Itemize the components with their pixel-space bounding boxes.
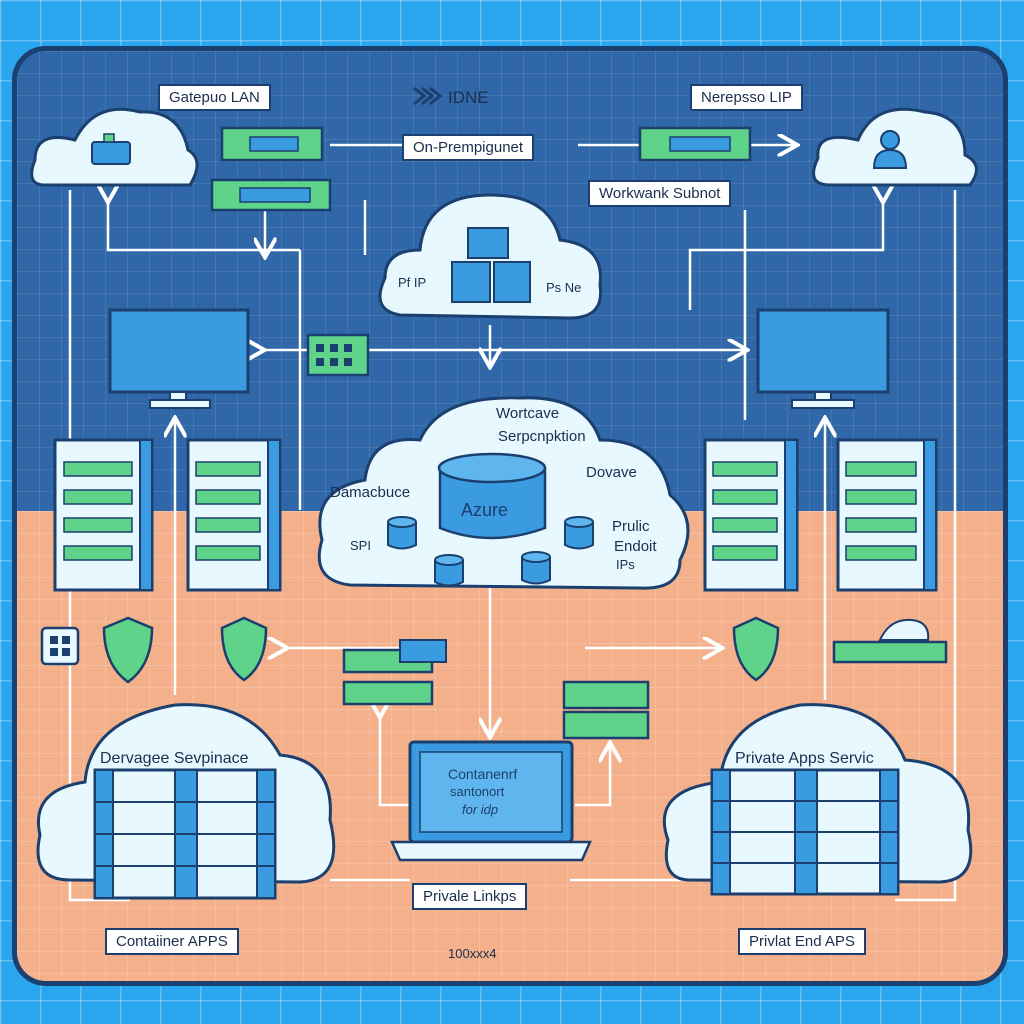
page-size-label: 100xxx4	[448, 946, 497, 961]
dovave-label: Dovave	[586, 464, 637, 481]
monitor-icon	[108, 308, 250, 409]
connectors	[68, 145, 957, 902]
wortcave-label: Wortcave	[496, 405, 560, 422]
switch-icon	[342, 639, 650, 740]
server-icon	[703, 438, 799, 592]
shield-icon	[102, 616, 780, 684]
on-prem-subnet-label: On-Prempigunet	[402, 134, 535, 161]
container-apps-label: Contaiiner APPS	[105, 928, 239, 955]
laptop-screen-line1: Contanenrf	[448, 766, 518, 782]
chevron-logo-icon	[413, 86, 443, 106]
server-icon	[93, 768, 277, 900]
server-icon	[186, 438, 282, 592]
private-linkps-label: Privale Linkps	[412, 883, 528, 910]
serpcnpktion-label: Serpcnpktion	[498, 428, 586, 445]
user-icon	[812, 107, 978, 187]
ips-label: IPs	[616, 557, 635, 572]
cloud-icon	[30, 107, 199, 187]
private-end-aps-label: Privlat End APS	[738, 928, 866, 955]
idne-label: IDNE	[448, 88, 489, 107]
private-apps-servic-label: Private Apps Servic	[735, 750, 874, 767]
outlet-icon	[40, 626, 80, 666]
dervagee-label: Dervagee Sevpinace	[100, 750, 249, 767]
nerepsso-lip-label: Nerepsso LIP	[690, 84, 803, 111]
cloud-icon	[378, 193, 603, 320]
router-icon	[210, 126, 752, 212]
gateway-lan-label: Gatepuo LAN	[158, 84, 271, 111]
prulic-label: Prulic	[612, 518, 650, 535]
switch-icon	[306, 333, 370, 377]
server-stack-icon	[451, 227, 531, 303]
endoit-label: Endoit	[614, 538, 657, 555]
damacbuce-label: Damacbuce	[330, 484, 411, 501]
database-icon	[387, 452, 594, 587]
workwank-subnet-label: Workwank Subnot	[588, 180, 732, 207]
spi-label: SPI	[350, 538, 371, 553]
laptop-screen-line3: for idp	[462, 802, 499, 817]
monitor-icon	[756, 308, 890, 409]
server-icon	[53, 438, 154, 592]
azure-label: Azure	[461, 500, 509, 520]
laptop-screen-line2: santonort	[450, 784, 505, 799]
ps-ne-label: Ps Ne	[546, 280, 582, 295]
pf-ip-label: Pf IP	[398, 275, 427, 290]
server-icon	[836, 438, 938, 592]
laptop-icon	[390, 740, 592, 862]
server-icon	[710, 768, 900, 896]
modem-icon	[832, 618, 948, 664]
